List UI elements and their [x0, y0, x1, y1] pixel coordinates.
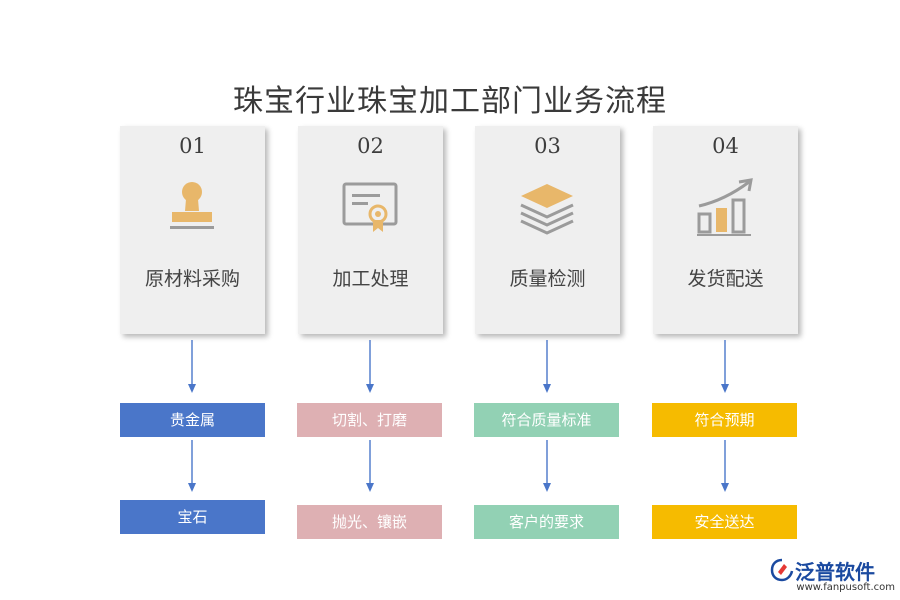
- step-number: 02: [357, 134, 384, 158]
- flow-arrow: [721, 340, 729, 393]
- diagram-title: 珠宝行业珠宝加工部门业务流程: [233, 84, 667, 119]
- brand-logo: 泛普软件 www.fanpusoft.com: [770, 556, 895, 596]
- detail-box: 符合预期: [652, 403, 797, 437]
- step-label: 原材料采购: [144, 268, 240, 290]
- step-label: 质量检测: [509, 268, 586, 290]
- step-number: 03: [534, 134, 561, 158]
- detail-box: 贵金属: [120, 403, 265, 437]
- flow-arrow: [366, 340, 374, 393]
- stamp-icon: [170, 182, 214, 229]
- detail-box: 切割、打磨: [297, 403, 442, 437]
- growth-chart-icon: [697, 178, 753, 236]
- flow-arrow: [543, 340, 551, 393]
- step-card-2: 02 加工处理: [298, 126, 443, 334]
- step-card-1: 01 原材料采购: [120, 126, 265, 334]
- detail-box: 安全送达: [652, 505, 797, 539]
- layers-icon: [520, 184, 574, 235]
- step-card-3: 03 质量检测: [475, 126, 620, 334]
- step-card-4: 04 发货配送: [653, 126, 798, 334]
- step-label: 加工处理: [332, 268, 409, 290]
- step-number: 01: [179, 134, 206, 158]
- flow-arrow: [188, 440, 196, 492]
- certificate-icon: [342, 182, 398, 232]
- brand-logo-icon: [770, 558, 794, 582]
- flow-arrow: [721, 440, 729, 492]
- flow-arrow: [543, 440, 551, 492]
- detail-box: 客户的要求: [474, 505, 619, 539]
- brand-url: www.fanpusoft.com: [796, 582, 895, 593]
- step-label: 发货配送: [687, 268, 764, 290]
- flow-arrow: [188, 340, 196, 393]
- detail-box: 符合质量标准: [474, 403, 619, 437]
- step-number: 04: [712, 134, 739, 158]
- brand-name: 泛普软件: [795, 560, 875, 584]
- detail-box: 抛光、镶嵌: [297, 505, 442, 539]
- flow-arrow: [366, 440, 374, 492]
- detail-box: 宝石: [120, 500, 265, 534]
